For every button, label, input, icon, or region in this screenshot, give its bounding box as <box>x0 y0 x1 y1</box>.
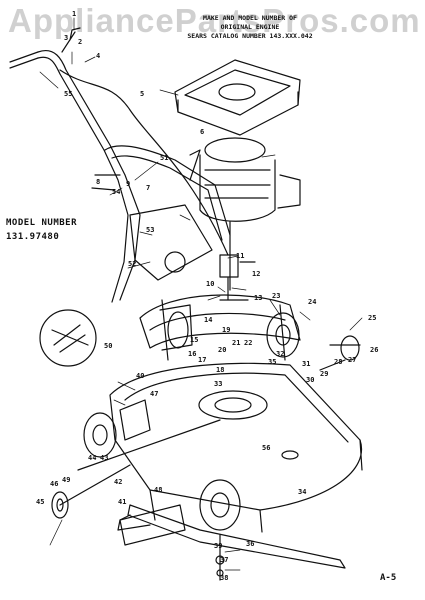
callout-31: 31 <box>302 360 310 368</box>
callout-46: 46 <box>50 480 58 488</box>
callout-5: 5 <box>140 90 144 98</box>
callout-21: 21 <box>232 339 240 347</box>
callout-24: 24 <box>308 298 316 306</box>
callout-48: 48 <box>154 486 162 494</box>
callout-55: 55 <box>64 90 72 98</box>
engine-note: MAKE AND MODEL NUMBER OF ORIGINAL ENGINE… <box>170 14 330 41</box>
leader-lines <box>39 17 363 571</box>
callout-41: 41 <box>118 498 126 506</box>
callout-8: 8 <box>96 178 100 186</box>
callout-35: 35 <box>268 358 276 366</box>
callout-11: 11 <box>236 252 244 260</box>
callout-17: 17 <box>198 356 206 364</box>
blade <box>117 504 346 581</box>
callout-28: 28 <box>334 358 342 366</box>
callout-56: 56 <box>262 444 270 452</box>
callout-37: 37 <box>220 556 228 564</box>
callout-39: 39 <box>214 542 222 550</box>
callout-30: 30 <box>306 376 314 384</box>
callout-38: 38 <box>220 574 228 582</box>
callout-15: 15 <box>190 336 198 344</box>
detail-inset <box>39 309 97 367</box>
baffle <box>119 504 186 546</box>
callout-33: 33 <box>214 380 222 388</box>
callout-25: 25 <box>368 314 376 322</box>
wheel-rear-left <box>83 412 117 458</box>
callout-13: 13 <box>254 294 262 302</box>
callout-44: 44 <box>88 454 96 462</box>
callout-2: 2 <box>78 38 82 46</box>
wheel-rear-right <box>266 312 300 358</box>
callout-34: 34 <box>298 488 306 496</box>
callout-23: 23 <box>272 292 280 300</box>
callout-32: 32 <box>276 350 284 358</box>
wheel-front-right <box>199 479 241 531</box>
callout-14: 14 <box>204 316 212 324</box>
model-number-label: MODEL NUMBER <box>6 218 78 228</box>
height-adjusters <box>59 335 361 506</box>
engine <box>189 137 301 291</box>
callout-20: 20 <box>218 346 226 354</box>
mower-deck <box>109 362 363 533</box>
callout-22: 22 <box>244 339 252 347</box>
callout-50: 50 <box>104 342 112 350</box>
callout-1: 1 <box>72 10 76 18</box>
callout-27: 27 <box>348 356 356 364</box>
handle-assembly <box>9 27 231 303</box>
callout-42: 42 <box>114 478 122 486</box>
callout-54: 54 <box>112 188 120 196</box>
callout-52: 52 <box>128 260 136 268</box>
model-number-value: 131.97480 <box>6 232 60 242</box>
page-identifier: A-5 <box>380 573 397 583</box>
callout-19: 19 <box>222 326 230 334</box>
callout-47: 47 <box>150 390 158 398</box>
callout-26: 26 <box>370 346 378 354</box>
engine-note-line3: SEARS CATALOG NUMBER 143.XXX.042 <box>187 32 313 40</box>
callout-10: 10 <box>206 280 214 288</box>
callout-43: 43 <box>100 454 108 462</box>
engine-shroud <box>174 59 301 136</box>
callout-4: 4 <box>96 52 100 60</box>
model-number-block: MODEL NUMBER 131.97480 <box>6 216 77 244</box>
callout-9: 9 <box>126 180 130 188</box>
callout-51: 51 <box>160 154 168 162</box>
callout-29: 29 <box>320 370 328 378</box>
engine-note-line1: MAKE AND MODEL NUMBER OF <box>203 14 297 22</box>
callout-6: 6 <box>200 128 204 136</box>
callout-36: 36 <box>246 540 254 548</box>
callout-7: 7 <box>146 184 150 192</box>
callout-40: 40 <box>136 372 144 380</box>
callout-49: 49 <box>62 476 70 484</box>
control-box <box>59 69 256 301</box>
wheel-front-left <box>51 491 69 519</box>
callout-3: 3 <box>64 34 68 42</box>
bale-assembly <box>139 294 301 361</box>
callout-18: 18 <box>216 366 224 374</box>
callout-45: 45 <box>36 498 44 506</box>
engine-note-line2: ORIGINAL ENGINE <box>220 23 280 31</box>
callout-12: 12 <box>252 270 260 278</box>
callout-16: 16 <box>188 350 196 358</box>
callout-53: 53 <box>146 226 154 234</box>
